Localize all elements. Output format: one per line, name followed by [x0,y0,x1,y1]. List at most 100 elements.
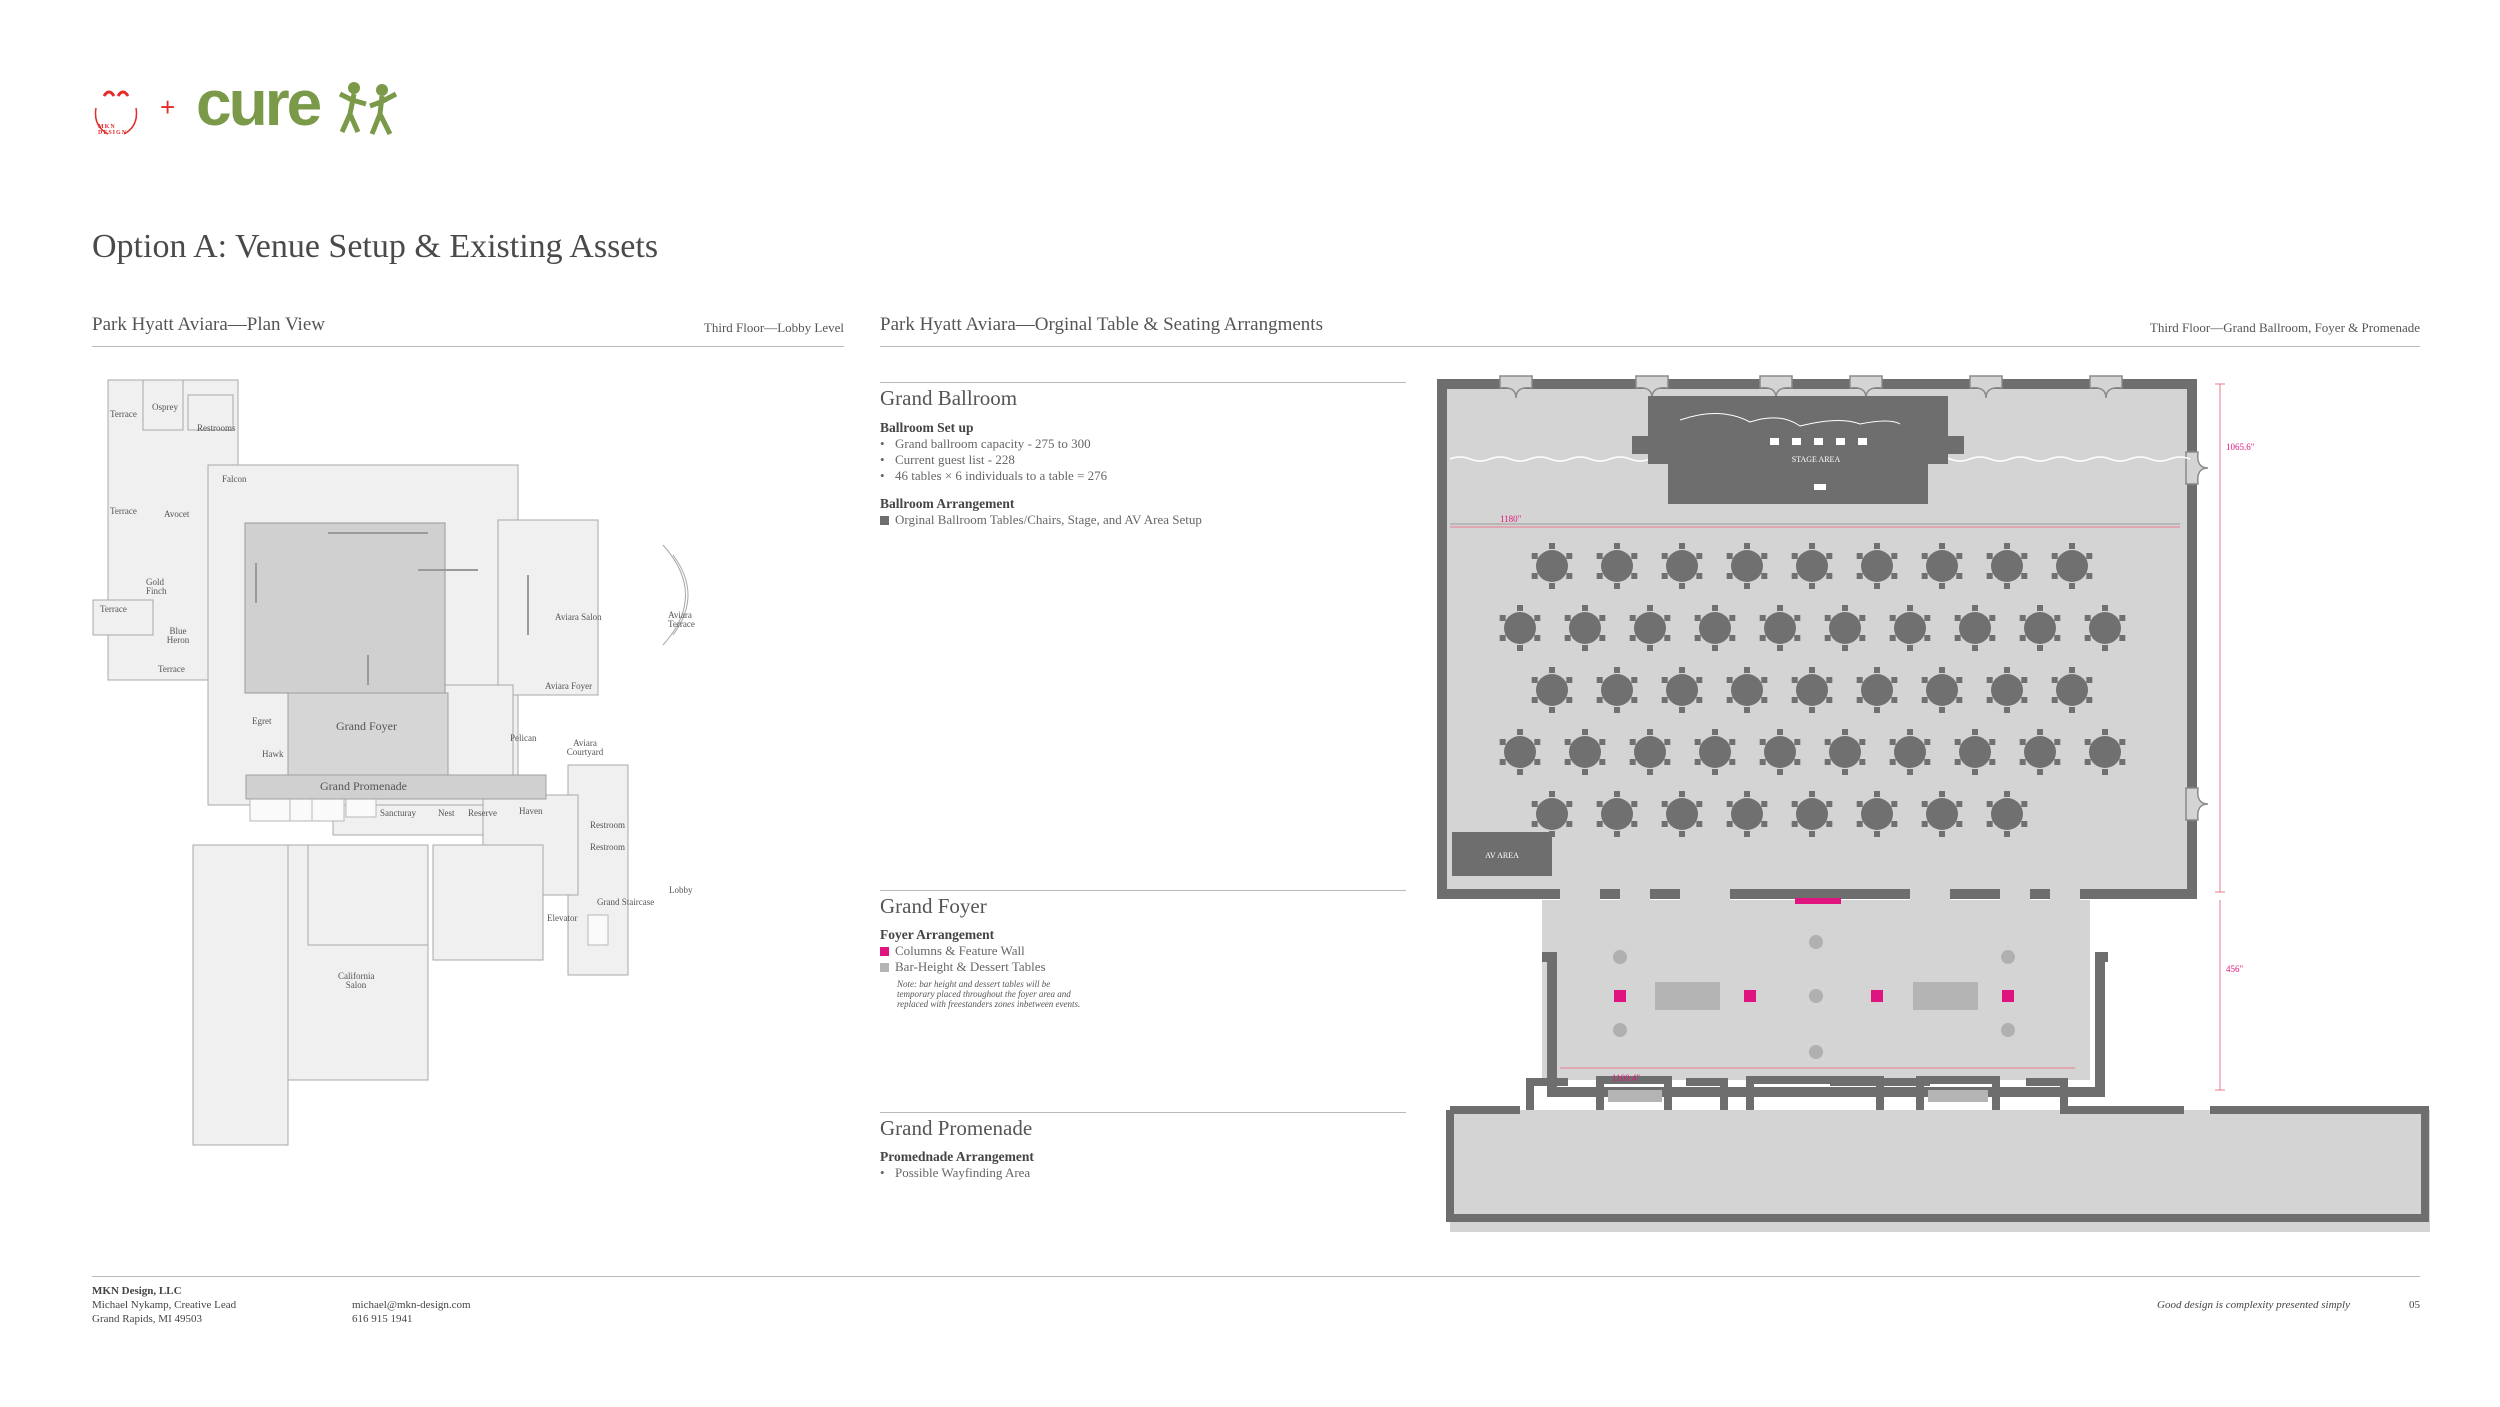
room-label: Grand Staircase [597,897,655,907]
page-title: Option A: Venue Setup & Existing Assets [92,228,659,265]
chair [2021,677,2028,683]
chair [1661,553,1668,559]
chair [1499,615,1506,621]
chair [1549,707,1555,713]
chair [1661,697,1668,703]
chair [1954,615,1961,621]
chair [1661,801,1668,807]
chair [1614,831,1620,837]
divider [880,382,1406,383]
chair [2119,635,2126,641]
chair [2037,729,2043,735]
chair [1631,553,1638,559]
chair [1744,583,1750,589]
chair [1517,645,1523,651]
round-table [1661,543,1703,589]
footer-contact-block: michael@mkn-design.com 616 915 1941 [352,1298,471,1326]
chair [1939,667,1945,673]
foyer-note: Note: bar height and dessert tables will… [897,979,1081,1009]
seating-subtitle: Third Floor—Grand Ballroom, Foyer & Prom… [2149,320,2420,335]
chair [1956,573,1963,579]
chair [2019,615,2026,621]
footer-city: Grand Rapids, MI 49503 [92,1313,202,1325]
chair [1891,697,1898,703]
chair [1582,729,1588,735]
round-table [1694,729,1736,775]
chair [1891,573,1898,579]
foyer-title: Grand Foyer [880,894,987,918]
chair [1859,635,1866,641]
chair [1891,677,1898,683]
chair [1921,573,1928,579]
chair [2084,635,2091,641]
round-table [1726,791,1768,837]
chair [1986,553,1993,559]
chair [1531,821,1538,827]
chair [1729,635,1736,641]
chair [1924,739,1931,745]
table-top [1764,612,1796,644]
chair [1889,739,1896,745]
plan-view-map [92,379,689,1146]
chair [2102,729,2108,735]
chair [1531,677,1538,683]
footer-email[interactable]: michael@mkn-design.com [352,1299,471,1311]
chair [1874,791,1880,797]
chair [1986,821,1993,827]
table-top [1666,550,1698,582]
chair [1989,635,1996,641]
room-label: Lobby [669,885,693,895]
chair [2021,573,2028,579]
table-top [1861,674,1893,706]
chair [1531,697,1538,703]
chair [2021,553,2028,559]
chair [1874,831,1880,837]
table-top [2089,736,2121,768]
room-label: California Salon [338,971,375,990]
round-table [1726,667,1768,713]
chair [1679,831,1685,837]
divider [880,890,1406,891]
chair [1842,645,1848,651]
chair [1809,791,1815,797]
chair [1531,573,1538,579]
round-table [1661,791,1703,837]
chair [1972,769,1978,775]
table-top [1959,612,1991,644]
chair [1956,801,1963,807]
chair [1889,635,1896,641]
chair [1599,759,1606,765]
chair [1631,677,1638,683]
chair [1499,739,1506,745]
round-table [1499,605,1541,651]
chair [2019,759,2026,765]
chair [1759,759,1766,765]
chair [2084,739,2091,745]
chair [1647,605,1653,611]
dim-width: 1180" [1500,514,1522,524]
round-table [1531,543,1573,589]
room-label: Restroom [590,842,625,852]
round-table [1661,667,1703,713]
chair [1809,831,1815,837]
chair [1761,573,1768,579]
table-top [1504,612,1536,644]
chair [1629,739,1636,745]
chair [1842,729,1848,735]
promenade-floor [1450,1110,2430,1232]
chair [1582,645,1588,651]
chair [2119,759,2126,765]
table-top [1796,674,1828,706]
chair [2102,605,2108,611]
round-table [1954,729,1996,775]
chair [1924,635,1931,641]
chair [1921,677,1928,683]
seating-title: Park Hyatt Aviara—Orginal Table & Seatin… [880,314,1323,335]
chair [1534,615,1541,621]
plan-view-subtitle: Third Floor—Lobby Level [703,320,844,335]
chair [1891,801,1898,807]
chair [2051,573,2058,579]
chair [1956,821,1963,827]
table-top [1699,736,1731,768]
chair [1826,697,1833,703]
